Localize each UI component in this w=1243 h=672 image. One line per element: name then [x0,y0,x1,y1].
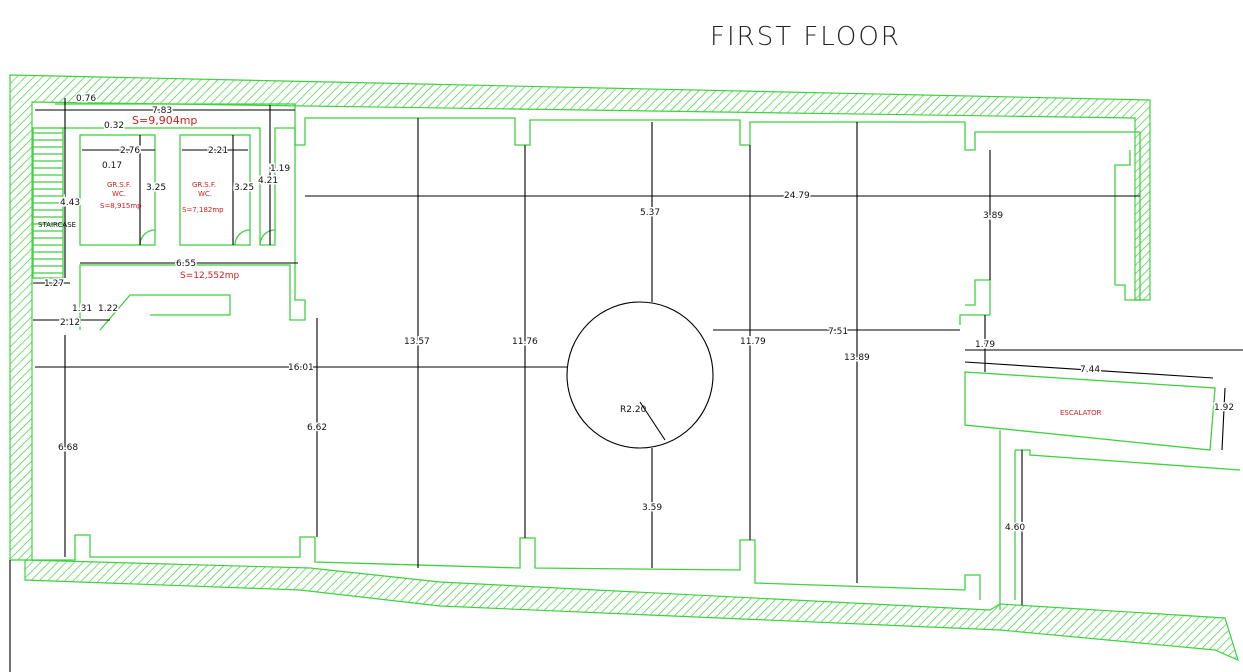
dimension-label: 6.62 [307,423,327,433]
dimension-label: 7.51 [828,327,848,337]
dimension-lines [33,98,1243,605]
dimension-label: 7.83 [152,106,172,116]
dimension-label: 1.79 [975,340,995,350]
corridor-area: S=12,552mp [180,271,240,281]
dimension-label: 4.60 [1005,523,1025,533]
staircase-steps [32,127,64,279]
dimension-label: 3.25 [234,183,254,193]
dimension-label: 1.92 [1214,403,1234,413]
dimension-label: 3.59 [642,503,662,513]
dimension-label: 3.25 [146,183,166,193]
dimension-label: 6.55 [176,259,196,269]
dimension-label: 1.31 [72,304,92,314]
dimension-label: 3.89 [983,211,1003,221]
dimension-label: 0.17 [102,161,122,171]
bottom-wall [24,559,1239,662]
dimension-label: 1.19 [270,164,290,174]
wc-block [55,103,1141,331]
dimension-label: 2.76 [120,146,140,156]
staircase-label: STAIRCASE [38,221,76,229]
wc1-sub: WC. [112,190,126,198]
wc2-name: GR.S.F. [192,181,216,189]
dimension-labels: 0.76 7.83 0.32 2.76 0.17 2.21 1.19 4.21 3.25 3.25… [43,93,1236,535]
dimension-label: 4.21 [258,176,278,186]
escalator-label: ESCALATOR [1060,409,1102,417]
dimension-label: 16.01 [288,363,314,373]
dimension-label: 7.44 [1080,365,1100,375]
dimension-label: 2.21 [208,146,228,156]
wc1-name: GR.S.F. [107,181,131,189]
block-area: S=9,904mp [132,114,197,127]
top-wall [9,74,1151,561]
dimension-label: 4.43 [60,198,80,208]
floor-title: FIRST FLOOR [710,22,901,52]
wc2-sub: WC. [198,190,212,198]
dimension-label: 1.27 [44,279,64,289]
dimension-label: 11.76 [512,337,538,347]
dimension-label: 13.89 [844,353,870,363]
dimension-label: 5.37 [640,208,660,218]
dimension-label: 6.68 [58,443,78,453]
wc2-area: S=7,182mp [182,206,224,214]
dimension-label: 1.22 [98,304,118,314]
dimension-label: 24.79 [784,191,810,201]
dimension-label: 0.76 [76,94,96,104]
dimension-label: 2.12 [60,318,80,328]
circular-atrium [566,301,714,449]
wc1-area: S=8,915mp [100,202,142,210]
dimension-label: 13.57 [404,337,430,347]
dimension-label: 0.32 [104,121,124,131]
right-rooms [32,279,1241,610]
dimension-label: 11.79 [740,337,766,347]
radius-label: R2.20 [620,405,647,415]
